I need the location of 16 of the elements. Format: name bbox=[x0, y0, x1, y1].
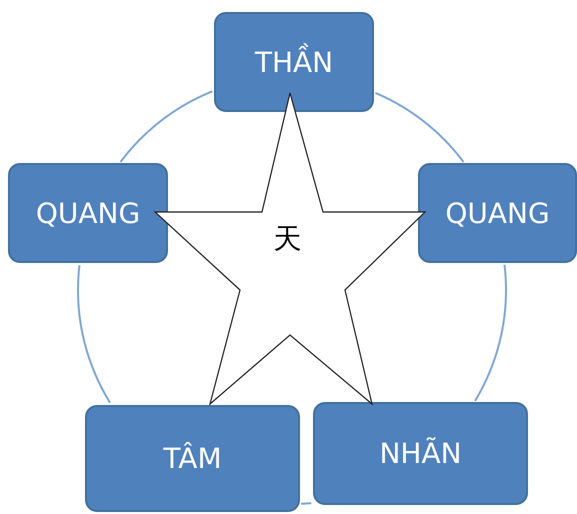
box-label: THẦN bbox=[254, 46, 334, 78]
box-label: TÂM bbox=[163, 442, 222, 475]
box-label: QUANG bbox=[36, 196, 140, 230]
rounded-box bbox=[214, 12, 374, 112]
connector-arc bbox=[301, 502, 312, 505]
connector-arc bbox=[474, 264, 507, 402]
connector-arc bbox=[120, 90, 213, 163]
box-label: NHÃN bbox=[379, 437, 462, 470]
box-label: QUANG bbox=[445, 196, 550, 230]
connector-arc bbox=[77, 265, 111, 404]
rounded-box bbox=[418, 163, 577, 263]
rounded-box bbox=[85, 405, 300, 512]
star-label: 天 bbox=[274, 220, 302, 256]
rounded-box bbox=[8, 163, 168, 263]
rounded-box bbox=[313, 402, 528, 505]
connector-arc bbox=[374, 92, 464, 163]
